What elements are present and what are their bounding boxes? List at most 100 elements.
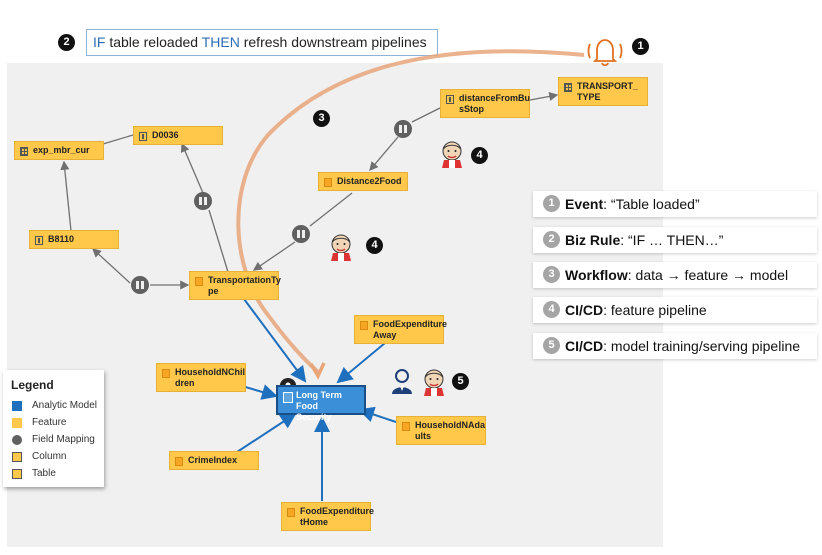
side-item-bold: Event xyxy=(565,196,604,212)
feature-node-distance2food[interactable]: Distance2Food xyxy=(318,172,408,191)
node-label-line2: Away xyxy=(373,330,397,340)
step-number: 3 xyxy=(543,266,560,283)
feature-icon xyxy=(324,178,332,187)
model-icon xyxy=(283,392,293,403)
legend-label: Column xyxy=(32,451,67,462)
column-node-d0036[interactable]: D0036 xyxy=(133,126,223,145)
edge-fm-d0036 xyxy=(180,142,204,194)
workflow-arrowhead xyxy=(309,362,326,380)
node-label-line1: HouseholdNChil xyxy=(175,367,245,377)
table-node-transport-type[interactable]: TRANSPORT_TYPE xyxy=(558,77,648,106)
legend-label: Table xyxy=(32,468,56,479)
workflow-number-badge: 3 xyxy=(313,110,330,127)
node-label: Distance2Food xyxy=(337,176,402,186)
table-icon xyxy=(20,147,28,156)
column-icon xyxy=(35,236,43,245)
node-label: B8110 xyxy=(48,234,75,244)
feature-icon xyxy=(360,321,368,330)
edge-fm-d2f xyxy=(309,192,353,227)
step-number: 4 xyxy=(543,301,560,318)
field-mapping-swatch xyxy=(12,435,22,445)
feature-icon xyxy=(287,508,295,517)
legend-item-column: Column xyxy=(12,450,66,464)
side-item-text: CI/CD: model training/serving pipeline xyxy=(565,333,800,359)
legend-item-table: Table xyxy=(12,467,56,481)
node-label-line1: Long Term Food xyxy=(296,390,342,411)
if-keyword: IF xyxy=(93,34,106,50)
legend-title: Legend xyxy=(11,378,54,392)
feature-node-crime-index[interactable]: CrimeIndex xyxy=(169,451,259,470)
field-mapping-icon[interactable] xyxy=(194,192,212,210)
rule-middle-text: table reloaded xyxy=(105,34,202,50)
edge-fm-dist xyxy=(411,107,441,123)
side-item-workflow: 3 Workflow: data → feature → model xyxy=(533,262,817,288)
node-label-line2: TYPE xyxy=(577,92,601,102)
side-item-bold: Workflow xyxy=(565,267,628,283)
feature-swatch xyxy=(12,418,22,428)
workflow-arrow xyxy=(236,49,585,374)
cicd-feature-number-badge: 4 xyxy=(471,147,488,164)
field-mapping-icon[interactable] xyxy=(131,276,149,294)
node-label-line2: Security xyxy=(296,412,332,422)
side-item-text: Event: “Table loaded” xyxy=(565,191,700,217)
legend-item-feature: Feature xyxy=(12,416,66,430)
feature-icon xyxy=(175,457,183,466)
edge-fm-d2f-2 xyxy=(369,136,399,171)
field-mapping-icon[interactable] xyxy=(394,120,412,138)
node-label-line2: ults xyxy=(415,431,432,441)
node-label-line1: HouseholdNAda xyxy=(415,420,486,430)
biz-rule-box: IF table reloaded THEN refresh downstrea… xyxy=(86,29,438,56)
field-mapping-icon[interactable] xyxy=(292,225,310,243)
table-node-exp-mbr-cur[interactable]: exp_mbr_cur xyxy=(14,141,104,160)
event-number-badge: 1 xyxy=(632,38,649,55)
node-label-line1: distanceFromBu xyxy=(459,93,531,103)
legend-panel: Legend Analytic Model Feature Field Mapp… xyxy=(3,370,104,487)
side-item-rest: : data → feature → model xyxy=(627,267,789,283)
side-item-bold: CI/CD xyxy=(565,302,604,318)
edge-fm-trans-3 xyxy=(252,241,296,271)
edge-b8110-exp xyxy=(60,160,72,232)
analytic-model-swatch xyxy=(12,401,22,411)
side-item-rest: : “Table loaded” xyxy=(603,196,700,212)
legend-label: Analytic Model xyxy=(32,400,98,411)
side-item-cicd-model: 5 CI/CD: model training/serving pipeline xyxy=(533,333,817,359)
legend-label: Feature xyxy=(32,417,67,428)
cicd-model-number-badge: 5 xyxy=(452,373,469,390)
cicd-feature-number-badge: 4 xyxy=(366,237,383,254)
table-swatch xyxy=(12,469,22,479)
node-label-line2: dren xyxy=(175,378,195,388)
node-label-line1: FoodExpenditure xyxy=(373,319,447,329)
gray-edges xyxy=(60,91,559,290)
node-label-line2: tHome xyxy=(300,517,329,527)
table-icon xyxy=(564,83,572,92)
side-item-bold: CI/CD xyxy=(565,338,604,354)
column-swatch xyxy=(12,452,22,462)
then-keyword: THEN xyxy=(201,34,240,50)
edge-adults-model xyxy=(358,406,397,423)
data-scientist-icon xyxy=(392,369,412,394)
node-label-line2: sStop xyxy=(459,104,485,114)
side-item-event: 1 Event: “Table loaded” xyxy=(533,191,817,217)
jenkins-icon xyxy=(442,141,462,168)
edge-fm-b8110 xyxy=(92,248,131,284)
blue-edges xyxy=(233,298,397,501)
node-label-line1: FoodExpenditure xyxy=(300,506,374,516)
node-label: exp_mbr_cur xyxy=(33,145,90,155)
bell-icon xyxy=(587,39,623,67)
column-node-b8110[interactable]: B8110 xyxy=(29,230,119,249)
node-label-line2: pe xyxy=(208,286,219,296)
edge-away-model xyxy=(336,342,386,384)
node-label: D0036 xyxy=(152,130,179,140)
edge-fm-trans-1 xyxy=(208,209,229,273)
column-icon xyxy=(139,132,147,141)
side-item-cicd-feature: 4 CI/CD: feature pipeline xyxy=(533,297,817,323)
edge-trans-model xyxy=(243,298,307,383)
legend-label: Field Mapping xyxy=(32,434,95,445)
